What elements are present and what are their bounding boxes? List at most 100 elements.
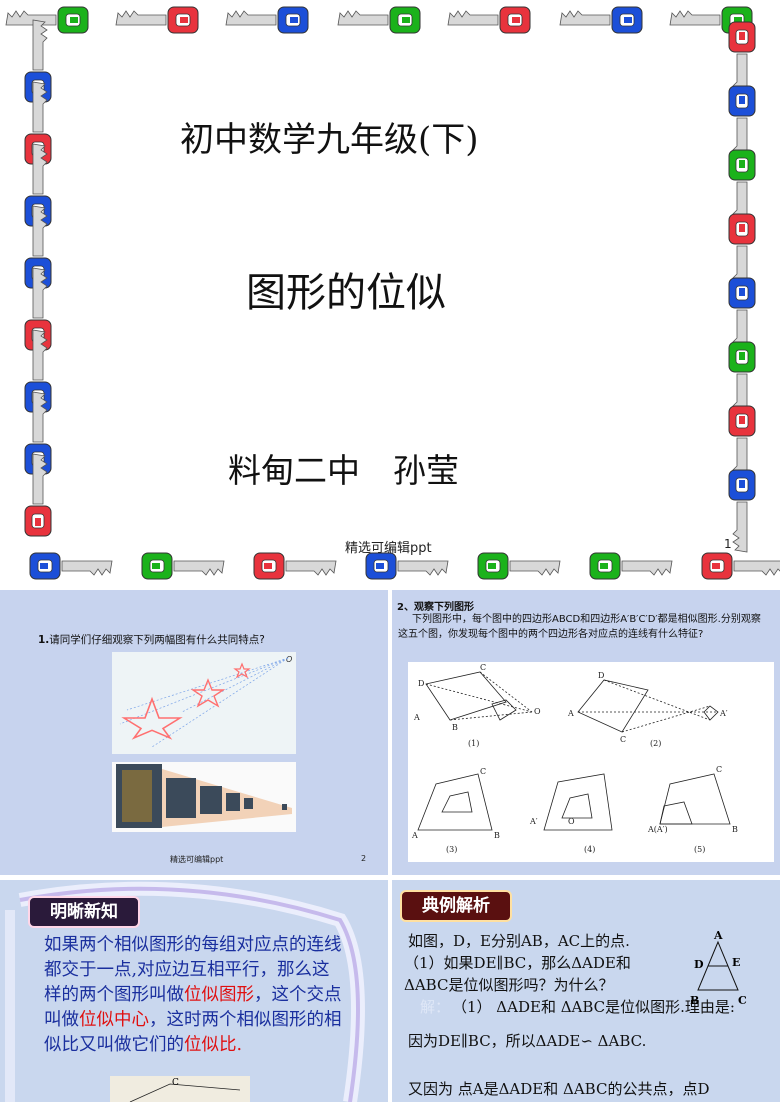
label: C xyxy=(480,663,486,672)
label: D xyxy=(418,679,424,688)
figure-label: (5) xyxy=(694,845,705,854)
solution-line-2: 因为DE∥BC，所以ΔADE∽ ΔABC. xyxy=(408,1032,647,1050)
stars-decoration xyxy=(5,881,365,1102)
term-homothetic-center: 位似中心 xyxy=(79,1010,149,1030)
label: C xyxy=(480,767,486,776)
quad-diagrams: D A C B O (1) A D C A′ (2) A B C xyxy=(411,663,738,854)
stars-diagram: O xyxy=(119,655,292,748)
medium-star xyxy=(190,678,226,708)
section-text: 下列图形中，每个图中的四边形ABCD和四边形A′B′C′D′都是相似图形.分别观… xyxy=(398,614,761,640)
quadrilateral-figures: D A C B O (1) A D C A′ (2) A B C xyxy=(408,662,774,862)
page-number: 2 xyxy=(361,854,367,863)
photo-sequence xyxy=(116,764,292,828)
label: A xyxy=(411,831,418,840)
key-border xyxy=(5,6,780,580)
figure-5 xyxy=(659,773,731,825)
key-icon xyxy=(447,6,531,34)
problem-line-3: ΔABC是位似图形吗？为什么？ xyxy=(404,976,614,994)
solution-line-1: （1） ΔADE和 ΔABC是位似图形.理由是: xyxy=(452,998,735,1016)
solution-label: 解： xyxy=(420,998,451,1016)
photo-4 xyxy=(226,793,240,811)
key-icon xyxy=(701,552,780,580)
figure-4 xyxy=(543,773,613,831)
text-part: ，这个交点叫做 xyxy=(44,985,342,1030)
small-star xyxy=(233,662,251,679)
question-number: 1. xyxy=(38,634,50,646)
label-d: D xyxy=(694,958,704,971)
label: B xyxy=(494,831,500,840)
key-icon xyxy=(115,6,199,34)
slide-question: 1.请同学们仔细观察下列两幅图有什么共同特点? O 精选可编辑ppt 2 xyxy=(0,590,388,875)
key-icon xyxy=(337,6,421,34)
slide-observe: 2、观察下列图形 下列图形中，每个图中的四边形ABCD和四边形A′B′C′D′都… xyxy=(392,590,780,875)
key-icon xyxy=(5,6,89,34)
footer-text: 精选可编辑ppt xyxy=(170,855,224,864)
course-title: 初中数学九年级(下) xyxy=(180,120,479,160)
text-part: 如果两个相似图形的每组对应点的连线都交于一点,对应边互相平行，那么这样的两个图形… xyxy=(44,935,342,1005)
slide-example: 典例解析 如图，D，E分别AB，AC上的点. （1）如果DE∥BC，那么ΔADE… xyxy=(392,880,780,1102)
author: 料甸二中 孙莹 xyxy=(228,451,459,490)
label: C xyxy=(716,765,722,774)
label: A xyxy=(413,713,420,722)
section-badge: 明晰新知 xyxy=(28,896,140,928)
label: O xyxy=(568,817,575,826)
label: C xyxy=(620,735,626,744)
slide-title: 初中数学九年级(下) 图形的位似 料甸二中 孙莹 精选可编辑ppt 1 xyxy=(5,6,780,580)
photo-2 xyxy=(166,778,196,818)
key-icon xyxy=(253,552,337,580)
triangle-diagram: A D E B C xyxy=(690,929,747,1007)
key-icon xyxy=(559,6,643,34)
photo-3 xyxy=(200,786,222,814)
label: B xyxy=(732,825,738,834)
label: A′ xyxy=(529,817,538,826)
key-icon xyxy=(589,552,673,580)
question: 1.请同学们仔细观察下列两幅图有什么共同特点? xyxy=(38,632,265,647)
page-number: 1 xyxy=(724,537,732,551)
definition-text: 如果两个相似图形的每组对应点的连线都交于一点,对应边互相平行，那么这样的两个图形… xyxy=(44,933,344,1058)
section-badge: 典例解析 xyxy=(400,890,512,922)
term-homothetic-ratio: 位似比 xyxy=(184,1035,237,1055)
label: B xyxy=(452,723,458,732)
key-icon xyxy=(29,552,113,580)
problem-line-2: （1）如果DE∥BC，那么ΔADE和 xyxy=(404,954,631,972)
text-part: ，这时两个相似图形的相似比又叫做它们的 xyxy=(44,1010,342,1055)
figure-label: (4) xyxy=(584,845,595,854)
key-icon xyxy=(141,552,225,580)
label: A(A′) xyxy=(647,825,668,834)
center-label: O xyxy=(286,655,292,664)
lesson-title: 图形的位似 xyxy=(246,270,446,316)
stars-figure: O xyxy=(112,652,296,754)
label-a: A xyxy=(713,929,723,942)
figure-label: (1) xyxy=(468,739,479,748)
photo-figure xyxy=(112,762,296,832)
key-icon xyxy=(728,469,756,553)
text-part: . xyxy=(236,1035,243,1055)
key-icon xyxy=(225,6,309,34)
footer-text: 精选可编辑ppt xyxy=(345,541,432,556)
figure-label: (2) xyxy=(650,739,661,748)
key-icon xyxy=(477,552,561,580)
large-star xyxy=(121,696,183,740)
section-heading: 2、观察下列图形 xyxy=(397,602,474,613)
figure-label: (3) xyxy=(446,845,457,854)
label-b: B xyxy=(690,994,699,1007)
solution-line-3: 又因为 点A是ΔADE和 ΔABC的公共点，点D xyxy=(408,1080,710,1098)
figure-3 xyxy=(417,773,493,831)
label: A xyxy=(567,709,574,718)
label-c: C xyxy=(738,994,747,1007)
label: D xyxy=(598,671,604,680)
label: A′ xyxy=(719,709,728,718)
label: C xyxy=(172,1078,179,1088)
figure-snippet: C xyxy=(110,1076,250,1102)
figure-1 xyxy=(425,671,533,721)
key-icon xyxy=(365,552,449,580)
question-text: 请同学们仔细观察下列两幅图有什么共同特点? xyxy=(49,634,265,646)
slide-definition: 明晰新知 如果两个相似图形的每组对应点的连线都交于一点,对应边互相平行，那么这样… xyxy=(0,880,388,1102)
photo-5 xyxy=(244,798,253,809)
label-e: E xyxy=(732,956,740,969)
label: O xyxy=(534,707,541,716)
problem-line-1: 如图，D，E分别AB，AC上的点. xyxy=(408,932,630,950)
key-icon xyxy=(24,453,52,537)
figure-2 xyxy=(577,679,719,733)
term-homothetic-figure: 位似图形 xyxy=(184,985,254,1005)
